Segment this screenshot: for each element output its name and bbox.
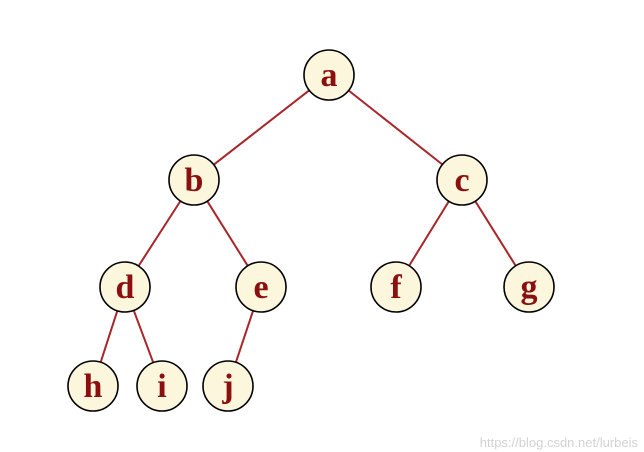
edge-d-h bbox=[99, 309, 119, 364]
edge-e-j bbox=[234, 309, 255, 364]
node-circle-a bbox=[303, 49, 355, 101]
node-label-g: g bbox=[521, 269, 538, 306]
node-b: b bbox=[168, 154, 220, 206]
node-h: h bbox=[67, 360, 119, 412]
edge-d-i bbox=[132, 309, 155, 364]
node-circle-i bbox=[136, 360, 188, 412]
node-circle-g bbox=[503, 261, 555, 313]
node-label-c: c bbox=[454, 162, 469, 199]
node-c: c bbox=[436, 154, 488, 206]
node-g: g bbox=[503, 261, 555, 313]
edge-a-c bbox=[347, 89, 444, 166]
node-i: i bbox=[136, 360, 188, 412]
node-circle-j bbox=[202, 360, 254, 412]
node-a: a bbox=[303, 49, 355, 101]
node-label-d: d bbox=[116, 269, 135, 306]
node-j: j bbox=[202, 360, 254, 412]
watermark: https://blog.csdn.net/lurbeis bbox=[479, 435, 638, 450]
node-circle-h bbox=[67, 360, 119, 412]
edge-b-e bbox=[206, 200, 249, 267]
tree-edges bbox=[99, 89, 517, 364]
node-label-e: e bbox=[253, 269, 268, 306]
edge-c-f bbox=[408, 200, 450, 267]
node-circle-e bbox=[235, 261, 287, 313]
node-f: f bbox=[370, 261, 422, 313]
edge-a-b bbox=[212, 89, 311, 166]
node-circle-f bbox=[370, 261, 422, 313]
edge-c-g bbox=[474, 200, 517, 267]
node-d: d bbox=[99, 261, 151, 313]
node-label-i: i bbox=[157, 368, 166, 405]
node-label-h: h bbox=[84, 368, 103, 405]
node-e: e bbox=[235, 261, 287, 313]
node-label-j: j bbox=[221, 368, 233, 405]
node-label-b: b bbox=[185, 162, 204, 199]
node-circle-b bbox=[168, 154, 220, 206]
node-label-a: a bbox=[321, 57, 338, 94]
tree-nodes: a b c d e f g h i j bbox=[67, 49, 555, 412]
node-circle-c bbox=[436, 154, 488, 206]
node-circle-d bbox=[99, 261, 151, 313]
node-label-f: f bbox=[390, 269, 402, 306]
edge-b-d bbox=[137, 200, 182, 267]
